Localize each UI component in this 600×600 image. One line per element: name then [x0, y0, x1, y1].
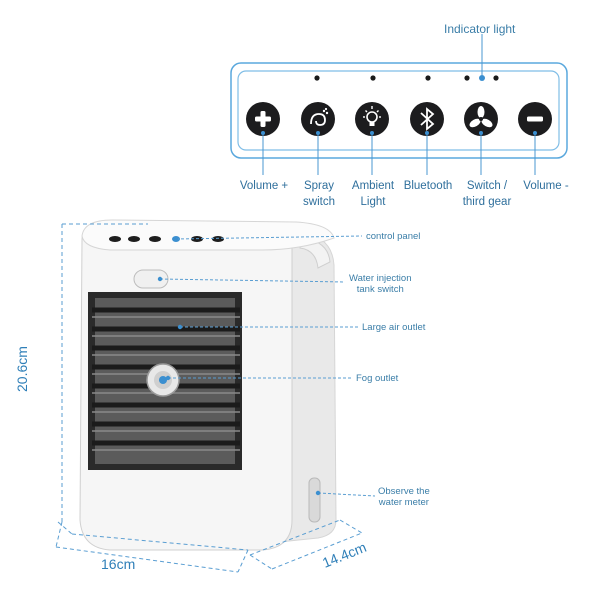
panel-inner-outline — [237, 70, 560, 151]
fan-icon — [464, 102, 498, 136]
spray-icon — [301, 102, 335, 136]
bluetooth-label: Bluetooth — [403, 180, 453, 192]
indicator-light-label: Indicator light — [444, 22, 516, 36]
indicator-light-dot — [479, 75, 485, 81]
volume-plus-label: Volume + — [239, 180, 289, 192]
indicator-dots — [314, 75, 499, 81]
minus-icon — [518, 102, 552, 136]
width-dimension: 16cm — [101, 556, 136, 572]
switch-third-gear-label: Switch /third gear — [462, 180, 512, 208]
lightbulb-icon — [355, 102, 389, 136]
control-panel-callout: control panel — [366, 231, 421, 242]
height-dimension: 20.6cm — [14, 346, 30, 392]
volume-minus-label: Volume - — [523, 180, 569, 192]
air-cooler-device — [79, 219, 337, 551]
panel-outline — [230, 62, 568, 159]
bluetooth-icon — [410, 102, 444, 136]
fog-outlet-callout: Fog outlet — [356, 373, 399, 384]
plus-icon — [246, 102, 280, 136]
air-outlet-callout: Large air outlet — [362, 322, 426, 333]
